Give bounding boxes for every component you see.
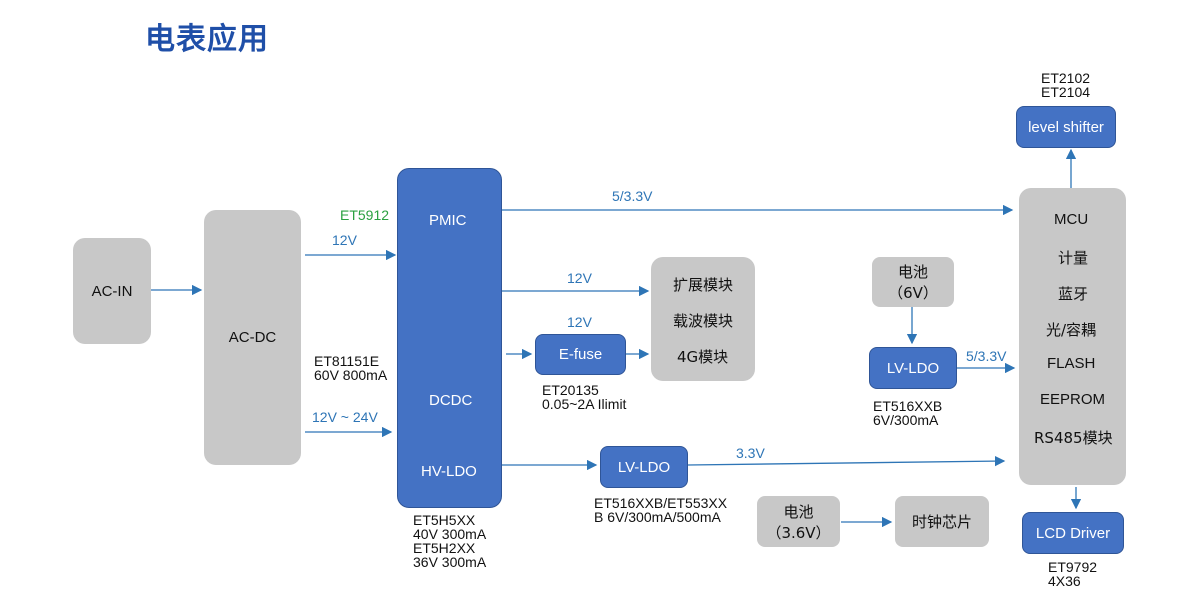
mcu-item: 蓝牙: [1058, 285, 1089, 303]
ac-dc-label: AC-DC: [228, 329, 277, 346]
level-shifter-box: level shifter: [1016, 106, 1116, 148]
mcu-item: 光/容耦: [1046, 321, 1097, 339]
pmic-label: PMIC: [429, 212, 467, 229]
ac-in-box: AC-IN: [73, 238, 151, 344]
battery-36v-box: 电池 （3.6V）: [757, 496, 840, 547]
level-shifter-label: level shifter: [1028, 118, 1104, 136]
mcu-item: 计量: [1058, 249, 1089, 267]
ext-module-item: 扩展模块: [673, 276, 734, 294]
ext-module-item: 载波模块: [673, 312, 734, 330]
voltage-12-24v: 12V ~ 24V: [312, 409, 378, 425]
mcu-item: EEPROM: [1040, 391, 1106, 408]
et2104-part: ET2104: [1041, 84, 1091, 100]
power-ic-box: [397, 168, 502, 508]
lcd-driver-box: LCD Driver: [1022, 512, 1124, 554]
lvldo-bottom-box: LV-LDO: [600, 446, 688, 488]
et5h2xx-spec: 36V 300mA: [413, 554, 487, 570]
et20135-part: ET20135: [542, 382, 599, 398]
et2102-part: ET2102: [1041, 70, 1091, 86]
et5h2xx-part: ET5H2XX: [413, 540, 476, 556]
voltage-3-3v: 3.3V: [736, 445, 765, 461]
ext-modules-box: [651, 257, 755, 381]
voltage-12v-top: 12V: [332, 232, 357, 248]
battery-6v-box: 电池 （6V）: [872, 257, 954, 307]
et9792-part: ET9792: [1048, 559, 1098, 575]
ac-in-label: AC-IN: [91, 282, 133, 300]
clock-chip-box: 时钟芯片: [895, 496, 989, 547]
efuse-label: E-fuse: [558, 346, 603, 363]
et5h5xx-spec: 40V 300mA: [413, 526, 487, 542]
efuse-box: E-fuse: [535, 334, 626, 375]
et516-right-part: ET516XXB: [873, 398, 943, 414]
mcu-item: RS485模块: [1034, 429, 1113, 447]
lvldo-right-label: LV-LDO: [886, 359, 940, 377]
dcdc-label: DCDC: [429, 392, 473, 409]
et9792-spec: 4X36: [1048, 573, 1081, 589]
hvldo-label: HV-LDO: [421, 463, 477, 480]
mcu-item: MCU: [1054, 211, 1089, 228]
et20135-spec: 0.05~2A Ilimit: [542, 396, 627, 412]
battery-6v-title: 电池: [897, 263, 928, 281]
et81151e-part: ET81151E: [314, 353, 380, 369]
mcu-box: [1019, 188, 1126, 485]
et5912-label: ET5912: [340, 207, 390, 223]
arrow-lvldo-mcu: [687, 455, 1006, 467]
lvldo-right-box: LV-LDO: [869, 347, 957, 389]
voltage-12v-ext: 12V: [567, 270, 592, 286]
voltage-5-33v-top: 5/3.3V: [612, 188, 653, 204]
page-title: 电表应用: [145, 22, 269, 57]
lvldo-bottom-label: LV-LDO: [617, 458, 671, 476]
battery-6v-voltage: （6V）: [888, 284, 938, 302]
voltage-5-33v-right: 5/3.3V: [966, 348, 1007, 364]
clock-chip-label: 时钟芯片: [911, 513, 972, 531]
battery-36v-title: 电池: [783, 502, 814, 521]
et81151e-spec: 60V 800mA: [314, 367, 388, 383]
ext-module-item: 4G模块: [677, 348, 729, 366]
et516-right-spec: 6V/300mA: [873, 412, 939, 428]
mcu-item: FLASH: [1047, 355, 1096, 372]
lcd-driver-label: LCD Driver: [1035, 524, 1111, 542]
ac-dc-box: AC-DC: [204, 210, 301, 465]
et5h5xx-part: ET5H5XX: [413, 512, 476, 528]
battery-36v-voltage: （3.6V）: [766, 523, 831, 542]
et516-bottom-part: ET516XXB/ET553XX: [594, 495, 728, 511]
et516-bottom-spec: B 6V/300mA/500mA: [594, 509, 721, 525]
voltage-12v-efuse: 12V: [567, 314, 592, 330]
